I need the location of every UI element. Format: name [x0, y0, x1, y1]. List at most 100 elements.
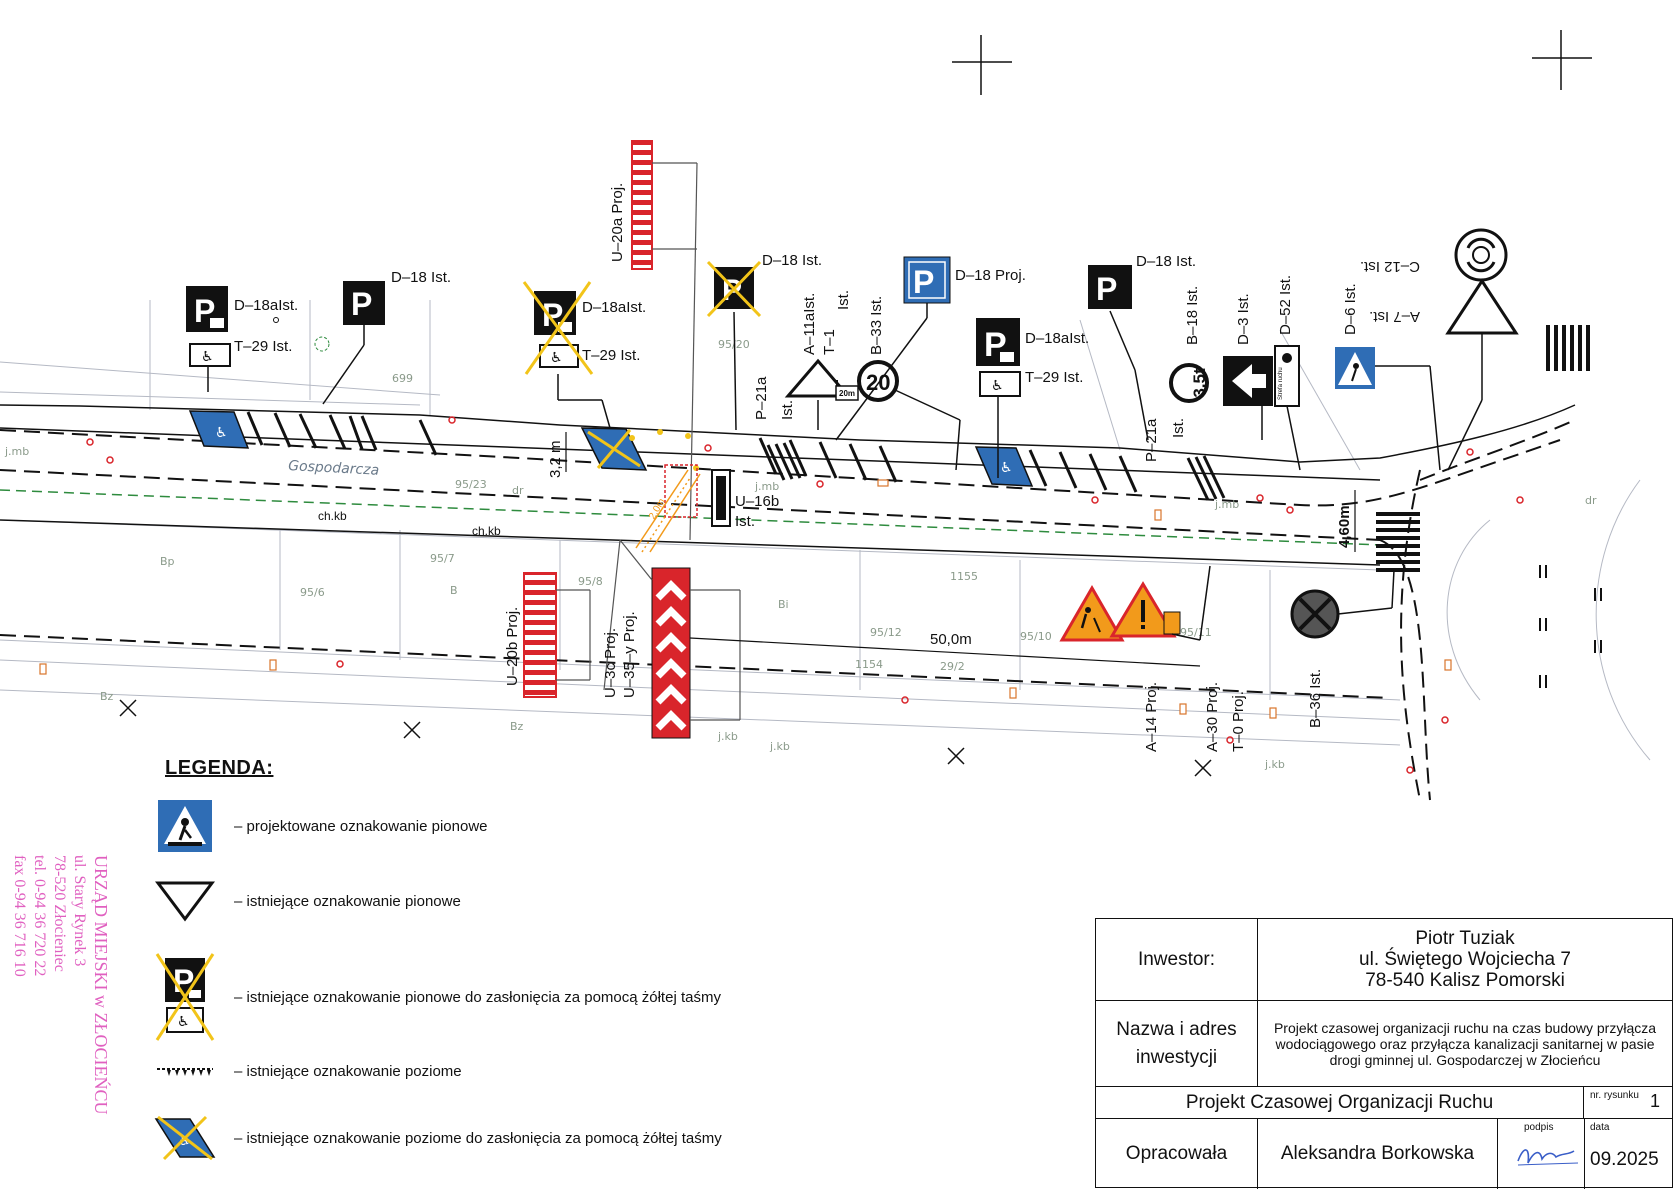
svg-text:Strefa ruchu: Strefa ruchu — [1278, 367, 1284, 400]
stamp-line: fax 0-94 36 716 10 — [11, 855, 28, 977]
sign-label: D–18aIst. — [234, 297, 298, 314]
investor-street: ul. Świętego Wojciecha 7 — [1359, 949, 1571, 970]
sign-d52-zone: Strefa ruchu — [1274, 345, 1301, 471]
stamp-line: 78-520 Złocieniec — [51, 855, 68, 972]
utility-code: j.mb — [1214, 498, 1239, 511]
sign-d18-to-cover: P — [706, 260, 762, 431]
sign-label: D–18aIst. — [1025, 330, 1089, 347]
utility-code: Bi — [778, 598, 789, 611]
parking-stalls — [246, 411, 1138, 493]
sign-label: U–20a Proj. — [609, 183, 626, 262]
sign-label: D–18 Ist. — [391, 269, 451, 286]
sign-label: Ist. — [835, 290, 852, 310]
parcel-number: 95/12 — [870, 626, 902, 639]
sign-label: Ist. — [1170, 418, 1187, 438]
sign-u3c-chevron-barrier — [603, 539, 741, 739]
sign-label: Ist. — [735, 513, 755, 530]
parcel-number: 95/7 — [430, 552, 455, 565]
legend-item-label: – istniejące oznakowanie pionowe — [234, 892, 461, 910]
sign-label: D–3 Ist. — [1235, 293, 1252, 345]
sign-label: P–21a — [1143, 418, 1160, 462]
utility-code: j.kb — [769, 740, 790, 753]
yield-sign-icon — [150, 880, 220, 922]
svg-text:♿: ♿ — [991, 378, 1004, 394]
parcel-number: 1155 — [950, 570, 978, 583]
sign-label: D–18 Ist. — [1136, 253, 1196, 270]
sign-a11a-t1: 20m — [784, 358, 859, 430]
sign-u20b-proposed — [523, 572, 591, 698]
utility-code: B — [450, 584, 458, 597]
sign-label: D–18aIst. — [582, 299, 646, 316]
crossed-parking-sign-icon: P ♿ — [150, 952, 220, 1042]
investor-details: Piotr Tuziak ul. Świętego Wojciecha 7 78… — [1258, 919, 1672, 1000]
sign-label: C–12 Ist. — [1360, 258, 1420, 275]
parcel-number: 29/2 — [940, 660, 965, 673]
svg-text:♿: ♿ — [215, 425, 228, 441]
sign-label: D–6 Ist. — [1342, 283, 1359, 335]
sign-label: T–0 Proj. — [1230, 691, 1247, 752]
sign-d18a-to-cover: P ♿ — [522, 281, 611, 429]
sign-d18-existing: P — [1088, 265, 1149, 441]
sign-label: D–18 Proj. — [955, 267, 1026, 284]
sign-label: A–14 Proj. — [1143, 682, 1160, 752]
sign-d6-crossing — [1335, 347, 1441, 471]
parcel-number: 95/8 — [578, 575, 603, 588]
sign-d18a-existing: P ♿ — [186, 286, 231, 392]
dimension-label: 4,60m — [1336, 505, 1353, 548]
utility-code: ch.kb — [318, 509, 347, 523]
sign-label: D–18 Ist. — [762, 252, 822, 269]
sign-label: B–33 Ist. — [868, 296, 885, 355]
sign-label: D–52 Ist. — [1277, 275, 1294, 335]
legend-item-label: – istniejące oznakowanie poziome — [234, 1063, 462, 1080]
utility-code: ch.kb — [472, 524, 501, 538]
title-block: Inwestor: Piotr Tuziak ul. Świętego Wojc… — [1095, 918, 1673, 1189]
title-block-project-row: Projekt Czasowej Organizacji Ruchu nr. r… — [1096, 1087, 1672, 1119]
svg-text:♿: ♿ — [177, 1014, 190, 1030]
svg-text:♿: ♿ — [550, 350, 563, 366]
parcel-number: 95/6 — [300, 586, 325, 599]
sign-u20a-proposed — [631, 140, 698, 541]
investment-label: Nazwa i adres inwestycji — [1096, 1001, 1258, 1086]
sign-u16b — [711, 469, 731, 527]
signature-label: podpis — [1524, 1122, 1554, 1133]
investment-text: Projekt czasowej organizacji ruchu na cz… — [1273, 1019, 1657, 1068]
investor-name: Piotr Tuziak — [1415, 928, 1515, 949]
street-name: Gospodarcza — [288, 458, 380, 479]
sign-label: T–29 Ist. — [1025, 369, 1083, 386]
stamp-line: tel. 0-94 36 720 22 — [31, 855, 48, 977]
sign-a30-danger — [1109, 565, 1211, 641]
work-zone — [635, 464, 701, 553]
sign-d3-one-way — [1223, 356, 1273, 440]
sign-label: P–21a — [753, 376, 770, 420]
drawing-number: 1 — [1650, 1091, 1661, 1111]
utility-code: j.mb — [754, 480, 779, 493]
legend-item-label: – projektowane oznakowanie pionowe — [234, 817, 488, 835]
zebra-crossing — [766, 442, 1226, 501]
sign-label: U–3c Proj. — [602, 628, 619, 698]
utility-code: j.kb — [717, 730, 738, 743]
utility-code: j.kb — [1264, 758, 1285, 771]
sign-c12-roundabout — [1454, 228, 1508, 282]
title-block-investment-row: Nazwa i adres inwestycji Projekt czasowe… — [1096, 1001, 1672, 1087]
zebra-crossing-main — [1376, 512, 1420, 572]
author-name: Aleksandra Borkowska — [1258, 1119, 1498, 1189]
svg-text:20m: 20m — [839, 389, 855, 398]
legend-item-existing-vertical: – istniejące oznakowanie pionowe — [150, 880, 461, 922]
sign-b33-speed-limit: 20 — [857, 360, 961, 471]
utility-code: Bz — [510, 720, 524, 733]
svg-text:P: P — [913, 264, 934, 300]
svg-text:3,5t: 3,5t — [1190, 368, 1209, 398]
sign-label: U–20b Proj. — [504, 607, 521, 686]
sign-label: B–18 Ist. — [1184, 286, 1201, 345]
registration-mark — [952, 30, 1592, 95]
svg-text:P: P — [351, 286, 372, 322]
prepared-by-label: Opracowała — [1096, 1119, 1258, 1189]
dimension-label: 3,2 m — [547, 440, 564, 478]
svg-text:♿: ♿ — [201, 349, 214, 365]
zebra-crossing-side — [1546, 325, 1590, 371]
parcel-number: 1154 — [855, 658, 883, 671]
signature-icon — [1517, 1149, 1579, 1166]
legend-item-existing-horizontal-to-cover: ♿ – istniejące oznakowanie poziome do za… — [150, 1115, 722, 1161]
investor-label: Inwestor: — [1096, 919, 1258, 1000]
dimension-label: 50,0m — [930, 631, 972, 648]
